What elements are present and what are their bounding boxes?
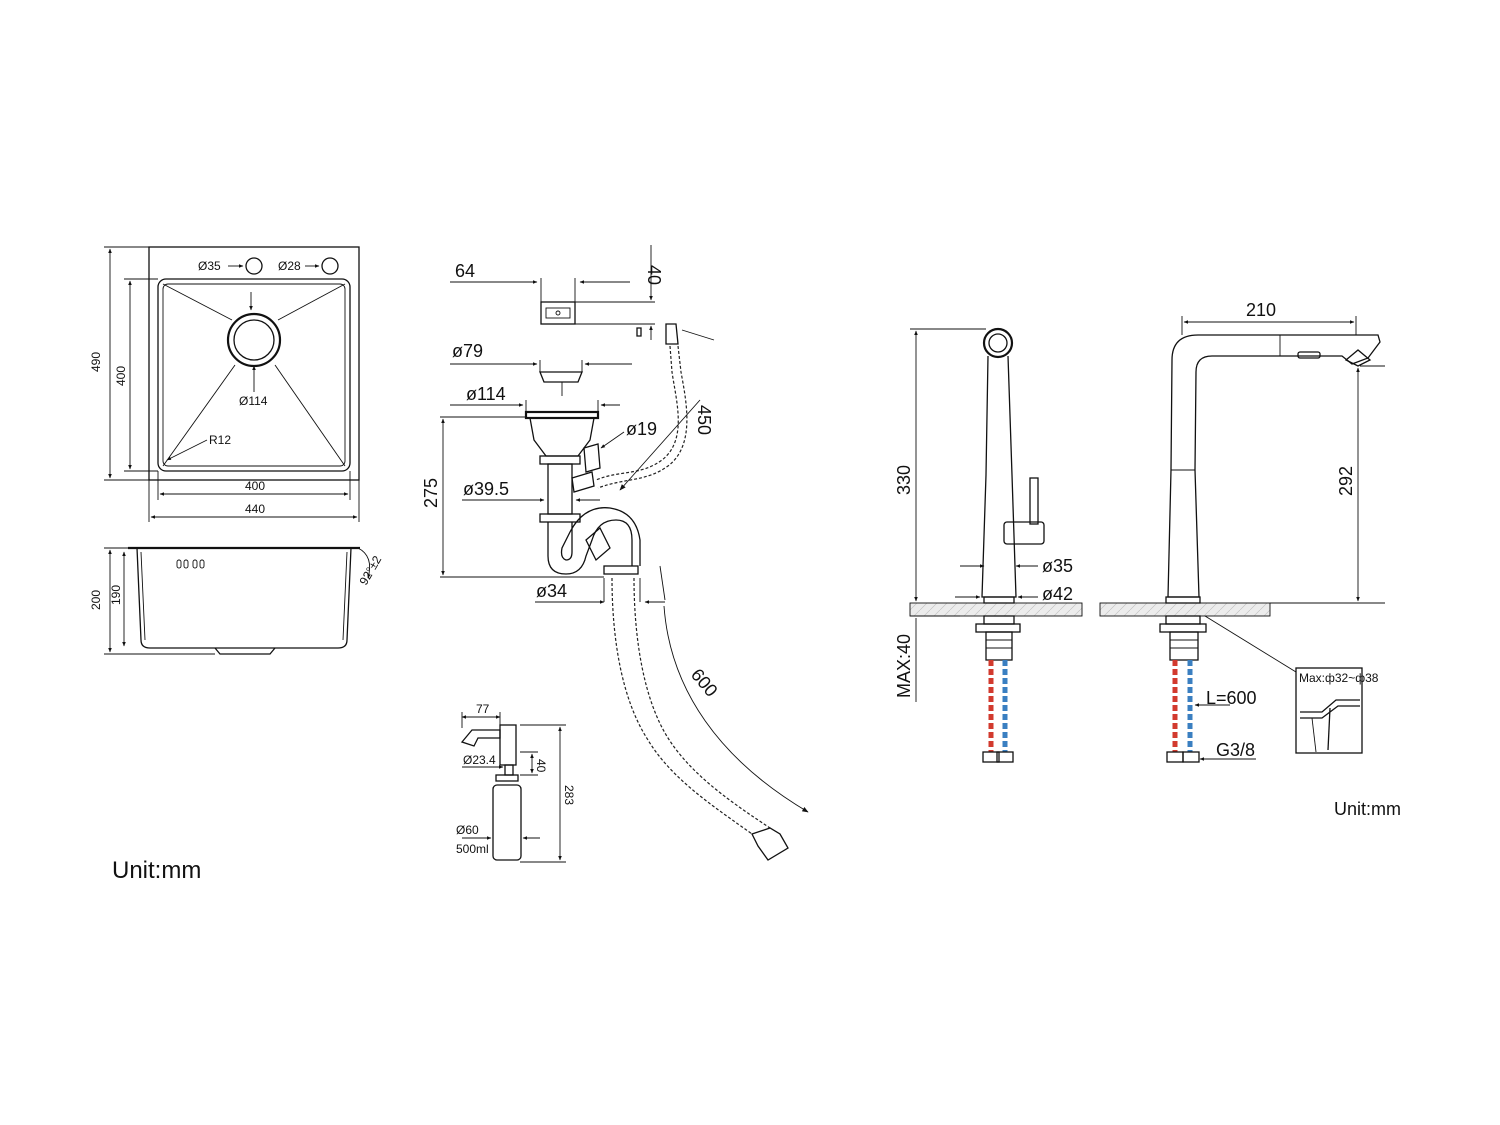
bottle-diameter-label: Ø60 [456, 823, 479, 837]
strainer-basket [539, 371, 583, 383]
sink-bowl-outline [157, 278, 351, 472]
sink-outer-outline [148, 246, 360, 481]
outer-width-label: 440 [245, 502, 265, 516]
hose-length-label: 450 [694, 405, 714, 435]
wall-angle-label: 92°±2 [356, 553, 384, 587]
overflow-slots-icon [176, 559, 205, 569]
trap-height-label: 275 [421, 478, 441, 508]
overflow-tee [571, 471, 595, 493]
spout-reach-label: 77 [476, 702, 490, 716]
dispenser-height-label: 283 [562, 785, 576, 805]
p-trap [547, 519, 633, 575]
sink-drain-hole [226, 312, 282, 368]
accessory-hole-icon [321, 257, 339, 275]
hole-range-label: Max:ф32~ф38 [1299, 671, 1379, 685]
drain-hose-label: 600 [687, 665, 722, 701]
total-depth-label: 200 [89, 590, 103, 610]
inner-width-label: 400 [245, 479, 265, 493]
overflow-cover [540, 301, 576, 325]
base-diameter-label: ø42 [1042, 584, 1073, 604]
spout-reach-label-side: 210 [1246, 300, 1276, 320]
drain-kit: 64 40 450 ø79 ø114 [421, 245, 809, 861]
overflow-height-label: 40 [644, 265, 664, 285]
drain-hose [611, 577, 753, 835]
faucet-hole-label: Ø35 [198, 259, 221, 273]
neck-height-label: 40 [534, 759, 548, 773]
inner-height-label: 400 [114, 366, 128, 386]
unit-label-left: Unit:mm [112, 857, 201, 884]
bowl-depth-label: 190 [109, 585, 123, 605]
faucet-head-icon [982, 327, 1014, 359]
detail-callout-box [1295, 667, 1363, 754]
sink-side-view: 200 190 92°±2 [89, 546, 384, 655]
thread-size-label: G3/8 [1216, 740, 1255, 760]
countertop-right [1099, 602, 1271, 617]
supply-hose-label: L=600 [1206, 688, 1257, 708]
accessory-hole-label: Ø28 [278, 259, 301, 273]
drain-flange [524, 410, 600, 420]
spray-button-icon [1297, 351, 1321, 359]
faucet-front-view: 330 ø35 ø42 MAX:40 [894, 327, 1083, 763]
body-diameter-label: ø35 [1042, 556, 1073, 576]
tail-pipe-label: ø39.5 [463, 479, 509, 499]
faucet-hole-icon [245, 257, 263, 275]
outer-height-label: 490 [89, 352, 103, 372]
flange-diameter-label: ø114 [466, 384, 506, 404]
sink-top-view: Ø114 Ø35 Ø28 R12 490 400 400 440 [89, 246, 360, 522]
countertop-left [909, 602, 1083, 617]
overflow-width-label: 64 [455, 261, 475, 281]
neck-diameter-label: Ø23.4 [463, 753, 496, 767]
spout-height-label: 292 [1336, 466, 1356, 496]
faucet-body-profile [1167, 334, 1381, 598]
faucet-height-label: 330 [894, 465, 914, 495]
drain-diameter-label: Ø114 [239, 394, 268, 408]
outlet-diameter-label: ø34 [536, 581, 567, 601]
overflow-pipe-label: ø19 [626, 419, 657, 439]
corner-radius-label: R12 [209, 433, 231, 447]
bottle-capacity-label: 500ml [456, 842, 489, 856]
faucet-side-view: 210 292 L=600 G3/8 Max:ф32~ф38 [1099, 300, 1385, 763]
sink-bowl-profile [136, 547, 352, 649]
strainer-diameter-label: ø79 [452, 341, 483, 361]
soap-dispenser: 77 Ø23.4 40 283 Ø60 500ml [456, 702, 576, 863]
faucet-handle [1029, 477, 1039, 525]
unit-label-right: Unit:mm [1334, 799, 1401, 819]
max-deck-label: MAX:40 [894, 634, 914, 698]
soap-bottle [492, 784, 522, 861]
